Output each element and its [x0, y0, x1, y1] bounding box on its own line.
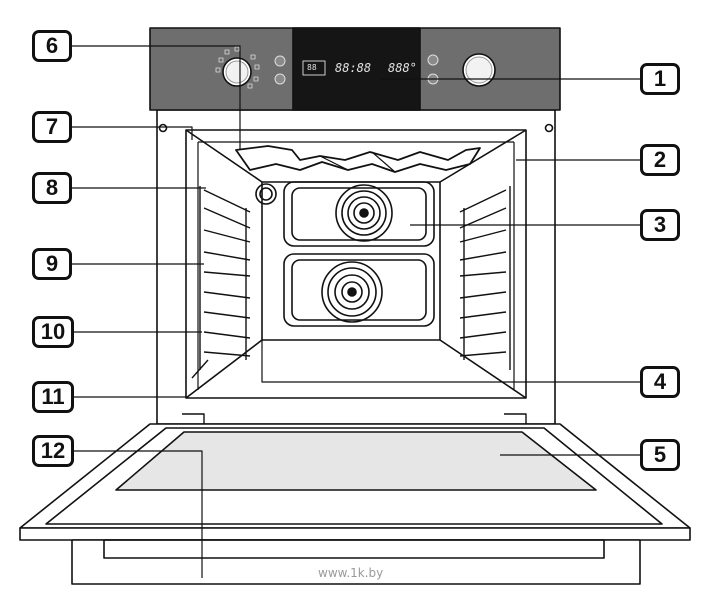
panel-button-left-bottom: [274, 73, 286, 85]
door-handle-slot: [103, 539, 605, 559]
top-heating-element: [235, 145, 481, 173]
hinge-screw-right: [544, 123, 554, 133]
callout-9: 9: [32, 248, 72, 280]
callout-1: 1: [640, 63, 680, 95]
display-clock: 88:88: [335, 61, 372, 75]
display-small-indicator: 88: [307, 63, 317, 72]
door-glass: [115, 431, 597, 491]
callout-12: 12: [32, 435, 74, 467]
right-shelf-rails: [459, 186, 511, 370]
callout-5: 5: [640, 439, 680, 471]
callout-3: 3: [640, 209, 680, 241]
callout-2: 2: [640, 144, 680, 176]
callout-4: 4: [640, 366, 680, 398]
hinge-screw-left: [158, 123, 168, 133]
display-temperature: 888°: [388, 61, 417, 75]
oven-lamp: [255, 183, 277, 205]
oven-door: [19, 413, 691, 585]
callout-10: 10: [32, 316, 74, 348]
left-shelf-rails: [191, 186, 251, 379]
panel-button-right-top: [427, 54, 439, 66]
leader-lines: [72, 45, 640, 578]
lower-fan-cover: [283, 253, 435, 327]
watermark: www.1k.by: [318, 566, 384, 580]
callout-7: 7: [32, 111, 72, 143]
panel-button-left-top: [274, 55, 286, 67]
callout-11: 11: [32, 381, 74, 413]
upper-fan-cover: [283, 181, 435, 247]
oven-cavity: [185, 129, 527, 399]
control-panel: [149, 27, 561, 111]
callout-8: 8: [32, 172, 72, 204]
callout-6: 6: [32, 30, 72, 62]
